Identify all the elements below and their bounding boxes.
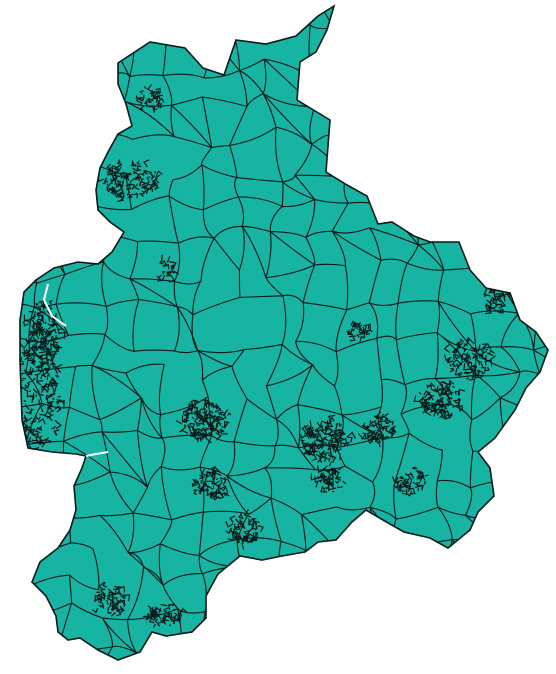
coast-highlight-line <box>42 283 109 457</box>
ward-cluster-10 <box>310 461 347 493</box>
ward-cluster-16 <box>135 84 165 113</box>
ward-cluster-18 <box>156 254 180 283</box>
dense-ward-clusters <box>20 84 511 628</box>
ward-cluster-6 <box>357 411 397 448</box>
ward-cluster-11 <box>225 508 265 550</box>
ward-cluster-5 <box>298 414 357 463</box>
ward-cluster-8 <box>443 337 496 381</box>
ward-cluster-13 <box>142 603 188 628</box>
region-border <box>19 4 549 661</box>
ward-cluster-12 <box>92 581 131 617</box>
ward-cluster-17 <box>346 320 373 343</box>
ward-cluster-4 <box>175 397 232 444</box>
ward-cluster-2 <box>23 300 66 365</box>
region-outline[interactable] <box>20 6 548 660</box>
ward-cluster-7 <box>413 379 466 420</box>
ward-cluster-9 <box>191 465 230 501</box>
ward-cluster-14 <box>391 466 429 497</box>
ward-cluster-3 <box>97 159 163 203</box>
